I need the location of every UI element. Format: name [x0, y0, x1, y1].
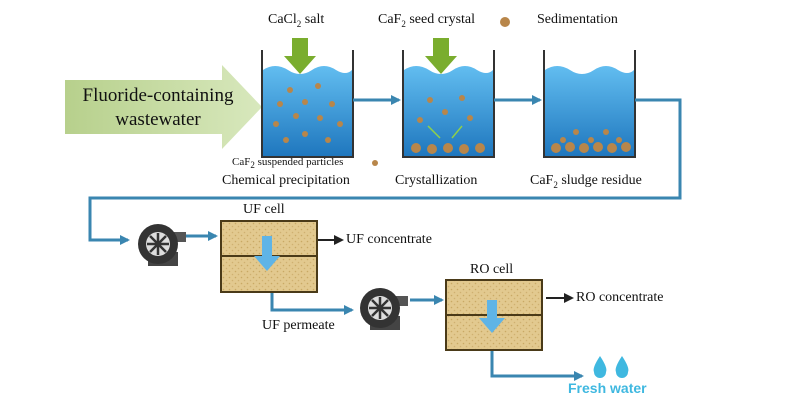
- suspended-particles: [273, 83, 343, 143]
- pipe-ro-freshwater: [490, 350, 584, 381]
- tank-crystallization: [402, 50, 495, 158]
- uf-permeate-label: UF permeate: [262, 318, 335, 333]
- chemical-precipitation-label: Chemical precipitation: [222, 173, 350, 188]
- ro-cell-label: RO cell: [470, 262, 514, 277]
- wastewater-label-line1: Fluoride-containing: [82, 85, 234, 106]
- fresh-water-drops-icon: [593, 356, 629, 378]
- wastewater-arrow: [65, 65, 262, 149]
- pump-2-icon: [360, 288, 408, 330]
- cacl2-salt-label: CaCl2 salt: [268, 12, 325, 29]
- fresh-water-label: Fresh water: [568, 380, 647, 396]
- suspended-particles-label: CaF2 suspended particles: [232, 156, 344, 171]
- seed-crystal-icon: [500, 17, 510, 27]
- ro-concentrate-label: RO concentrate: [576, 290, 664, 305]
- uf-cell: [220, 220, 318, 293]
- ro-flow-arrow: [479, 300, 505, 333]
- caf2-seed-label: CaF2 seed crystal: [378, 12, 476, 29]
- pipe-tank3-pump1: [88, 98, 682, 245]
- uf-cell-label: UF cell: [243, 202, 285, 217]
- tank-chemical-precipitation: [261, 50, 354, 158]
- sludge-layer: [551, 129, 631, 153]
- seed-dosing-arrow: [425, 38, 457, 74]
- tank-sedimentation: [543, 50, 636, 158]
- sedimentation-label: Sedimentation: [537, 12, 618, 27]
- uf-concentrate-label: UF concentrate: [346, 232, 432, 247]
- cacl2-dosing-arrow: [284, 38, 316, 74]
- wastewater-label: Fluoride-containing wastewater: [68, 84, 248, 132]
- ro-cell: [445, 279, 543, 351]
- crystal-particles: [411, 95, 485, 154]
- uf-flow-arrow: [254, 236, 280, 271]
- sludge-residue-label: CaF2 sludge residue: [530, 173, 642, 190]
- pump-1-icon: [138, 224, 186, 266]
- pipe-uf-pump2: [270, 292, 354, 315]
- wastewater-label-line2: wastewater: [115, 109, 201, 130]
- suspended-particle-icon: [372, 160, 378, 166]
- crystallization-label: Crystallization: [395, 173, 478, 188]
- crystal-growth-arrows: [427, 125, 463, 139]
